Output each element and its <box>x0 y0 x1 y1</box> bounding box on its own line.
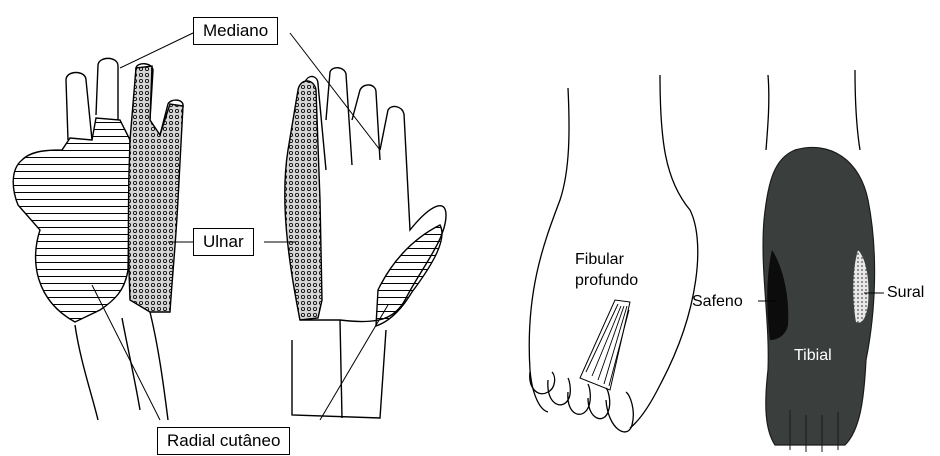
mediano-label: Mediano <box>193 17 278 45</box>
tibial-label: Tibial <box>794 346 832 365</box>
mediano-leader-left <box>120 33 193 68</box>
ulnar-label: Ulnar <box>193 228 254 256</box>
fibular-label-line1: Fibular <box>575 250 624 269</box>
left-forearm-outline <box>75 312 168 420</box>
left-hand-drawing <box>13 58 183 420</box>
safeno-label: Safeno <box>692 292 743 311</box>
left-dotted-ulnar-region <box>129 66 184 312</box>
right-dotted-ulnar-region <box>285 81 322 320</box>
plantar-leg-outline <box>766 70 860 150</box>
radial-leader-right <box>320 305 388 420</box>
left-hatched-region <box>13 118 130 322</box>
dorsal-foot-toes <box>530 372 634 432</box>
fibular-label-line2: profundo <box>575 271 638 290</box>
plantar-foot-drawing <box>763 70 875 452</box>
right-hand-drawing <box>285 68 446 418</box>
right-forearm-outline <box>292 320 386 418</box>
sural-label: Sural <box>887 283 924 302</box>
radial-cutaneo-label: Radial cutâneo <box>157 427 290 455</box>
right-hatched-radial-region <box>376 225 442 326</box>
